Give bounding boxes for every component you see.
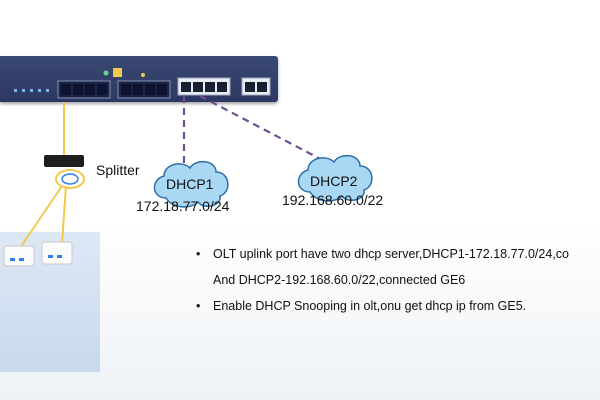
ge-ports-group-2 (241, 77, 271, 96)
fiber-to-onu-2 (61, 185, 67, 245)
olt-alarm-led (141, 73, 145, 77)
notes-list: • OLT uplink port have two dhcp server,D… (196, 241, 600, 319)
list-item: • Enable DHCP Snooping in olt,onu get dh… (196, 293, 600, 319)
dhcp2-ip: 192.168.60.0/22 (282, 192, 384, 208)
olt-front-panel (14, 68, 271, 99)
ge-ports-group (177, 77, 231, 96)
olt-power-led (103, 70, 109, 76)
list-item-continuation: And DHCP2-192.168.60.0/22,connected GE6 (196, 267, 600, 293)
onu-icon (3, 245, 35, 267)
note-2-line-1: Enable DHCP Snooping in olt,onu get dhcp… (213, 299, 527, 313)
splitter-label: Splitter (96, 162, 140, 178)
splitter-icon (44, 155, 85, 189)
olt-status-leds (14, 89, 49, 92)
dhcp1-cloud-icon (153, 160, 229, 208)
olt-device-icon (0, 56, 278, 102)
sfp-ports-group-2 (117, 80, 171, 99)
dhcp2-link (199, 95, 331, 165)
sfp-ports-group-1 (57, 80, 111, 99)
fiber-to-onu-1 (19, 185, 63, 249)
dhcp1-ip: 172.18.77.0/24 (136, 198, 230, 214)
olt-logo-icon (113, 68, 122, 77)
bullet-icon: • (196, 299, 201, 313)
onu-icon (41, 241, 73, 265)
list-item: • OLT uplink port have two dhcp server,D… (196, 241, 600, 267)
note-1-line-2: And DHCP2-192.168.60.0/22,connected GE6 (213, 273, 466, 287)
note-1-line-1: OLT uplink port have two dhcp server,DHC… (213, 247, 569, 261)
dhcp1-name: DHCP1 (166, 176, 214, 192)
dhcp2-cloud-icon (297, 154, 373, 202)
dhcp2-name: DHCP2 (310, 173, 358, 189)
bullet-icon: • (196, 247, 201, 261)
